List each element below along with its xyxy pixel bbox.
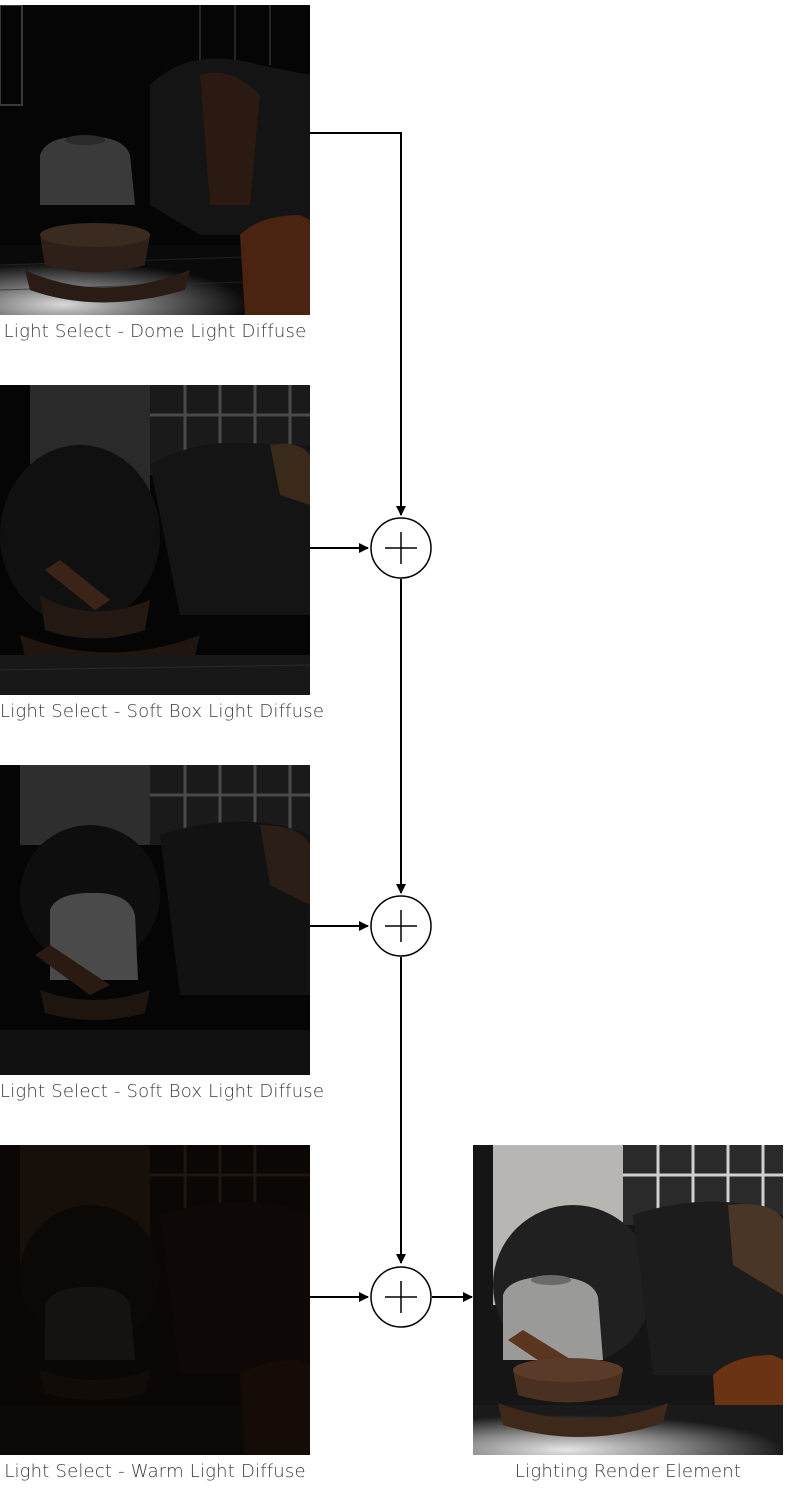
caption-warm-light: Light Select - Warm Light Diffuse	[4, 1461, 306, 1482]
render-lighting-output	[473, 1145, 783, 1455]
render-dome-light	[0, 5, 310, 315]
add-operator-3	[370, 1266, 432, 1328]
caption-dome-light: Light Select - Dome Light Diffuse	[3, 321, 307, 342]
connector-dome-to-add-1	[310, 132, 406, 516]
add-operator-1	[370, 517, 432, 579]
render-warm-light	[0, 1145, 310, 1455]
caption-soft-box-light-2: Light Select - Soft Box Light Diffuse	[0, 1081, 325, 1102]
add-operator-2	[370, 895, 432, 957]
render-soft-box-light-1	[0, 385, 310, 695]
caption-soft-box-light-1: Light Select - Soft Box Light Diffuse	[0, 701, 325, 722]
caption-lighting-output: Lighting Render Element	[514, 1461, 742, 1482]
render-soft-box-light-2	[0, 765, 310, 1075]
